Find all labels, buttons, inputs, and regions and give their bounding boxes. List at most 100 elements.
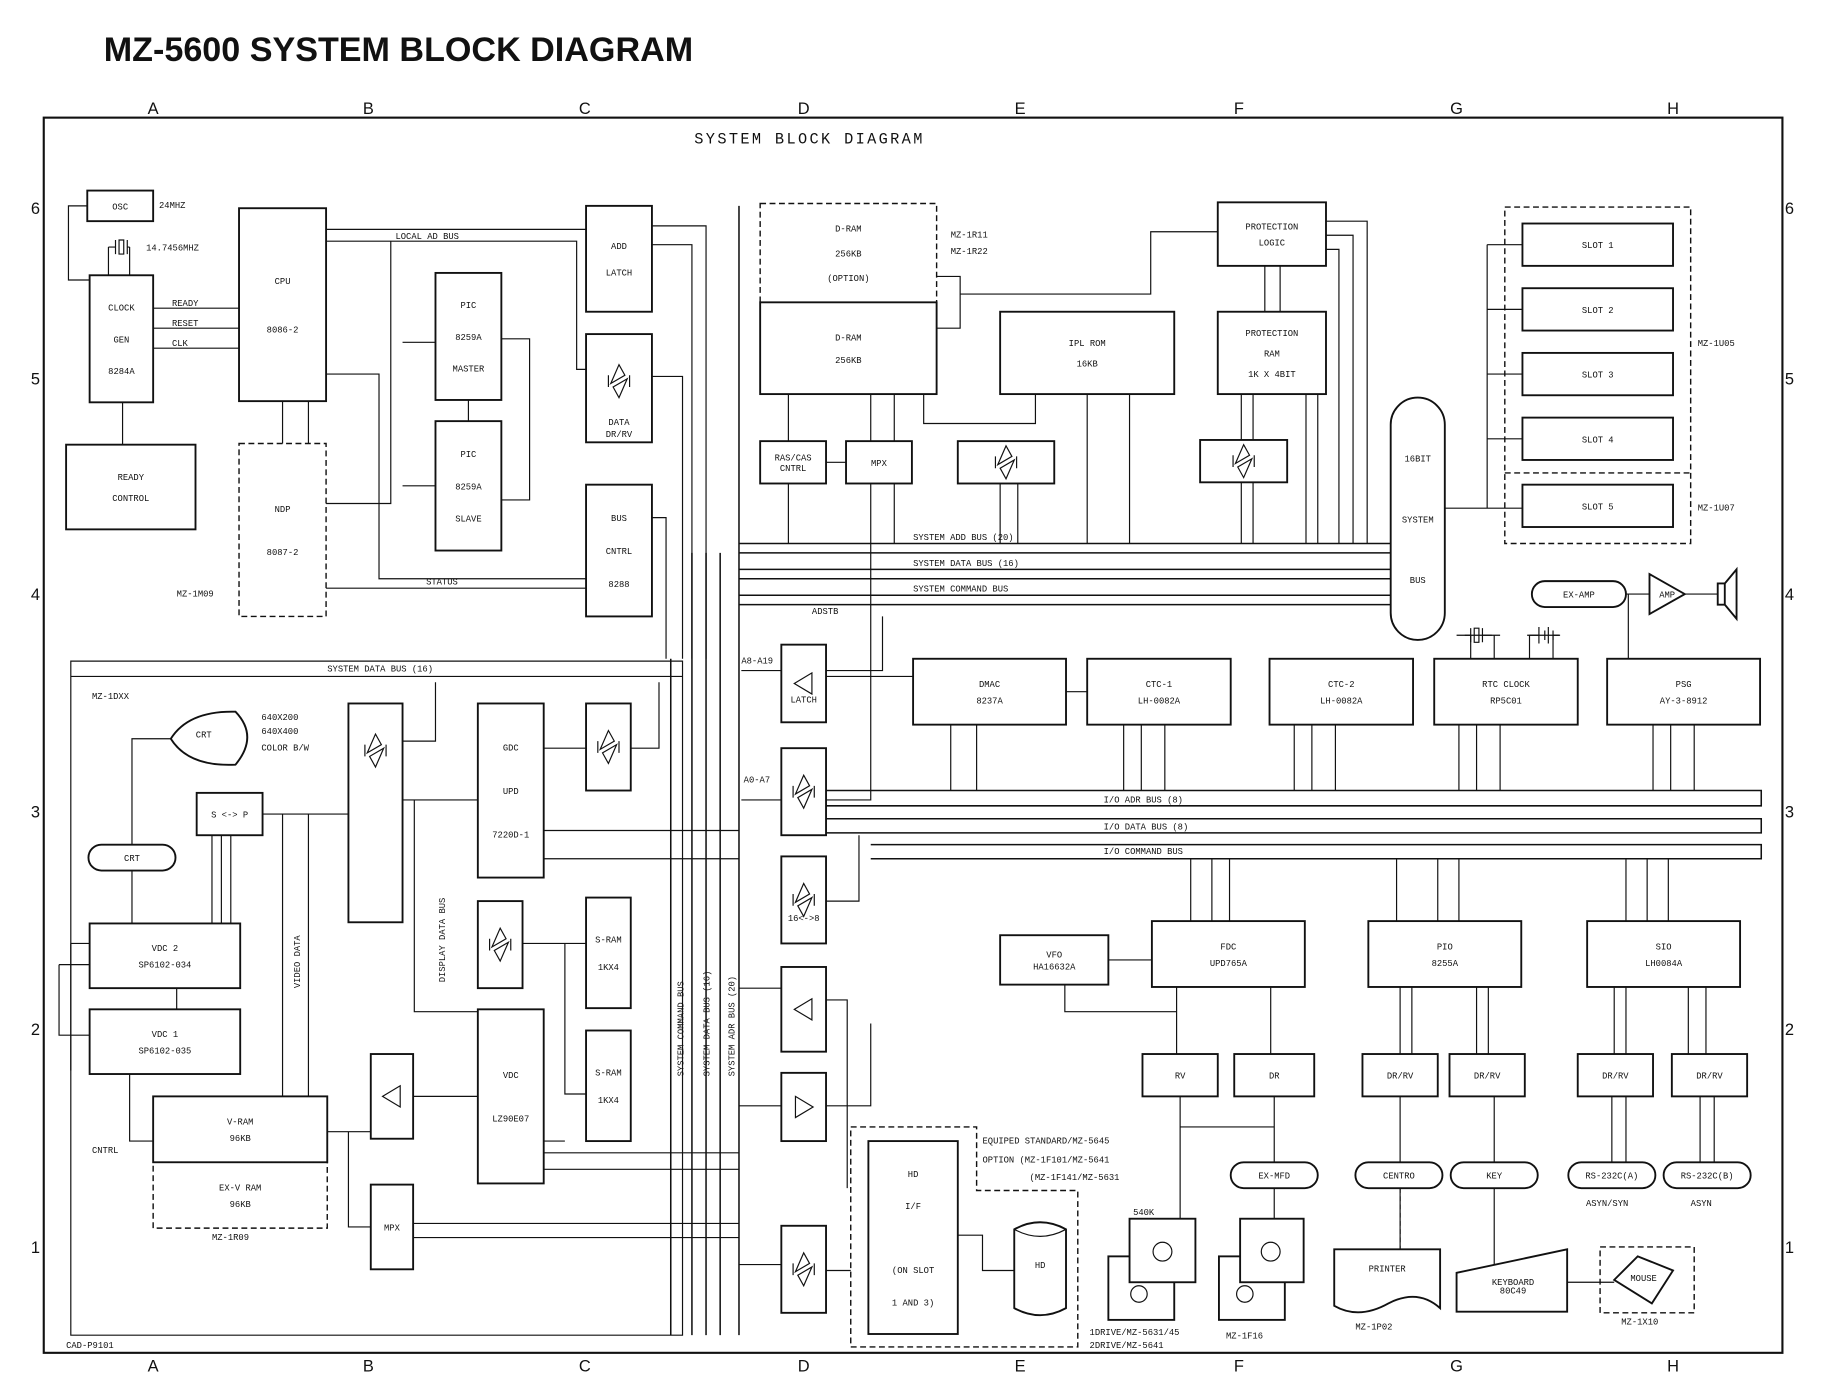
block-label: RTC CLOCK — [1482, 680, 1530, 690]
block-rs232a: RS-232C(A) — [1567, 1161, 1657, 1190]
block-label: DR/RV — [1474, 1072, 1501, 1082]
block-label: CENTRO — [1383, 1172, 1415, 1182]
block-label: LATCH — [790, 696, 816, 706]
block-label: READY — [118, 473, 145, 483]
sram-buffer — [476, 900, 524, 990]
block-label: EX-MFD — [1258, 1172, 1290, 1182]
block-label: SLOT 1 — [1582, 241, 1614, 251]
block-rs232b: RS-232C(B) — [1662, 1161, 1752, 1190]
label-crt-res2: 640X400 — [261, 727, 298, 737]
block-label: MASTER — [453, 365, 485, 375]
block-label: (ON SLOT — [892, 1266, 934, 1276]
label-display-data-bus: DISPLAY DATA BUS — [438, 898, 448, 983]
block-label: VDC 2 — [152, 944, 178, 954]
block-label: 8259A — [455, 333, 482, 343]
block-label: VFO — [1046, 950, 1062, 960]
label-asyn: ASYN — [1691, 1199, 1712, 1209]
block-label: CNTRL — [780, 464, 806, 474]
block-label: DR/RV — [606, 430, 633, 440]
block-label: S-RAM — [595, 1068, 621, 1078]
label-mz-1r11: MZ-1R11 — [951, 231, 988, 241]
drawing-number: CAD-P9101 — [66, 1341, 114, 1351]
block-label: RS-232C(B) — [1681, 1172, 1734, 1182]
hd-if-option-outline — [850, 1126, 1079, 1348]
column-label: F — [1234, 100, 1244, 118]
label-io-adr-bus: I/O ADR BUS (8) — [1104, 795, 1183, 805]
block-pic-master: PIC 8259A MASTER — [434, 271, 503, 401]
label-system-data-bus: SYSTEM DATA BUS (16) — [913, 559, 1019, 569]
label-fd-540k: 540K — [1133, 1208, 1155, 1218]
block-mouse: MOUSE — [1630, 1274, 1656, 1284]
block-label: DR — [1269, 1072, 1280, 1082]
label-hd-note3: (MZ-1F141/MZ-5631 — [1030, 1173, 1120, 1183]
block-drrv-pio2: DR/RV — [1448, 1053, 1526, 1098]
column-label: B — [363, 100, 374, 118]
block-label: 8259A — [455, 482, 482, 492]
block-label: OSC — [112, 202, 128, 212]
block-label: D-RAM — [835, 333, 861, 343]
label-mz-1u05: MZ-1U05 — [1698, 339, 1735, 349]
column-label: C — [579, 100, 591, 118]
block-label: LH0084A — [1645, 959, 1683, 969]
block-label: LATCH — [606, 269, 632, 279]
block-label: KEY — [1486, 1172, 1503, 1182]
block-drrv-sio2: DR/RV — [1670, 1053, 1749, 1098]
label-fd-note2: 2DRIVE/MZ-5641 — [1090, 1341, 1164, 1351]
block-label: LH-0082A — [1320, 696, 1363, 706]
label-mz-1m09: MZ-1M09 — [177, 589, 214, 599]
row-label: 4 — [31, 586, 40, 604]
block-hd: HD — [1035, 1261, 1046, 1271]
column-label: D — [798, 1358, 810, 1376]
mem-buffer — [956, 440, 1056, 485]
row-label: 3 — [31, 804, 40, 822]
bidirectional-buffer-icon — [597, 729, 620, 765]
block-ctc2: CTC-2LH-0082A — [1268, 657, 1414, 726]
block-label: CTC-1 — [1146, 680, 1172, 690]
block-label: 1K X 4BIT — [1248, 370, 1296, 380]
block-label: PIC — [460, 301, 476, 311]
bidirectional-buffer-icon — [1232, 443, 1255, 479]
label-v-system-data-bus: SYSTEM DATA BUS (16) — [703, 971, 713, 1077]
block-label: SYSTEM — [1402, 515, 1434, 525]
column-label: A — [148, 1358, 159, 1376]
command-receiver — [780, 966, 827, 1053]
block-label: 256KB — [835, 249, 861, 259]
block-label: 8086-2 — [267, 325, 299, 335]
block-drrv-pio1: DR/RV — [1361, 1053, 1439, 1098]
block-label: 16KB — [1077, 360, 1098, 370]
block-dr: DR — [1233, 1053, 1316, 1098]
amp-icon — [1648, 572, 1687, 616]
block-crt-conn: CRT — [87, 843, 177, 872]
row-label: 6 — [1785, 200, 1794, 218]
block-ex-mfd: EX-MFD — [1229, 1161, 1319, 1190]
block-centro: CENTRO — [1354, 1161, 1444, 1190]
block-label: HD — [908, 1170, 919, 1180]
block-label: 1KX4 — [598, 1096, 619, 1106]
bidirectional-buffer-icon — [792, 1251, 815, 1288]
block-label: ADD — [611, 242, 627, 252]
block-label: 8284A — [108, 367, 135, 377]
protection-buffer — [1199, 439, 1289, 484]
label-ready: READY — [172, 299, 199, 309]
driver-right-icon — [794, 1095, 815, 1119]
block-rv: RV — [1141, 1053, 1219, 1098]
column-label: C — [579, 1358, 591, 1376]
block-label: 8288 — [608, 580, 629, 590]
battery-icon — [1529, 627, 1561, 644]
block-ctc1: CTC-1LH-0082A — [1086, 657, 1232, 726]
block-label: LH-0082A — [1138, 696, 1181, 706]
label-osc-freq: 24MHZ — [159, 201, 185, 211]
label-io-command-bus: I/O COMMAND BUS — [1104, 847, 1183, 857]
